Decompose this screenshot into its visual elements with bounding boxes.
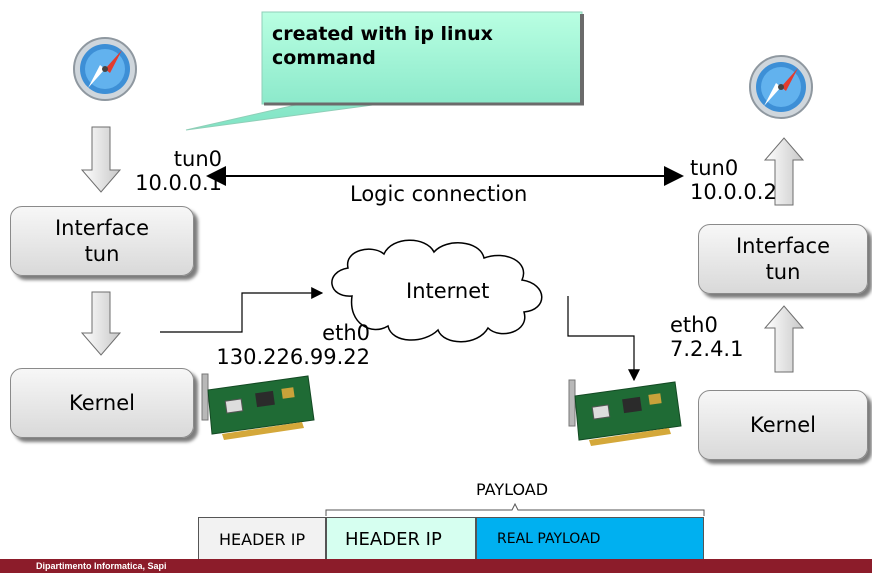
left-eth-connector bbox=[160, 287, 324, 333]
right-kernel-box: Kernel bbox=[698, 390, 868, 460]
network-card-icon bbox=[201, 373, 315, 440]
callout-text: created with ip linux command bbox=[272, 23, 493, 69]
internet-label: Internet bbox=[406, 279, 490, 303]
right-interface-tun-box: Interface tun bbox=[698, 224, 868, 294]
network-card-icon bbox=[568, 379, 682, 446]
payload-brace bbox=[325, 502, 705, 516]
payload-label: PAYLOAD bbox=[476, 480, 549, 499]
footer-text: Dipartimento Informatica, Sapi bbox=[36, 561, 167, 571]
logic-connection-label: Logic connection bbox=[350, 182, 528, 206]
down-arrow-left-bottom bbox=[80, 291, 122, 356]
real-payload: REAL PAYLOAD bbox=[476, 517, 704, 561]
left-eth0-label: eth0 130.226.99.22 bbox=[216, 321, 370, 369]
left-interface-tun-box: Interface tun bbox=[10, 206, 194, 276]
right-eth0-label: eth0 7.2.4.1 bbox=[670, 313, 744, 361]
left-kernel-box: Kernel bbox=[10, 368, 194, 438]
right-tun0-label: tun0 10.0.0.2 bbox=[690, 156, 777, 204]
footer-bar: Dipartimento Informatica, Sapi bbox=[0, 559, 872, 573]
inner-header-ip: HEADER IP bbox=[326, 517, 476, 561]
compass-browser-icon bbox=[749, 55, 813, 119]
outer-header-ip: HEADER IP bbox=[198, 517, 326, 561]
up-arrow-right-top bbox=[763, 137, 805, 206]
up-arrow-right-bottom bbox=[763, 305, 805, 373]
left-tun0-label: tun0 10.0.0.1 bbox=[135, 147, 222, 195]
internet-cloud bbox=[331, 239, 543, 343]
compass-browser-icon bbox=[73, 37, 137, 101]
right-eth-connector bbox=[567, 296, 640, 382]
down-arrow-left-top bbox=[80, 126, 122, 193]
